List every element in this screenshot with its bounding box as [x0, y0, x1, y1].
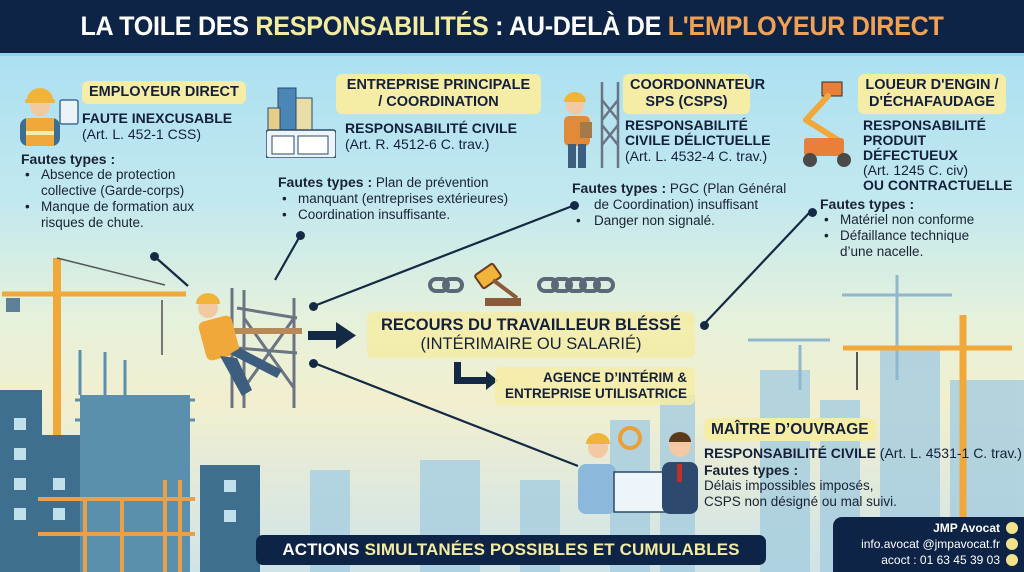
actor-label-line: ENTREPRISE PRINCIPALE — [346, 77, 531, 93]
responsibility-type: RESPONSABILITÉ PRODUIT DÉFECTUEUX — [858, 118, 1024, 163]
faults-intro: PGC (Plan Général — [666, 181, 787, 196]
contact-card: JMP Avocat info.avocat @jmpavocat.fr aco… — [833, 517, 1024, 572]
actor-label: EMPLOYEUR DIRECT — [82, 81, 246, 104]
connector-dot — [700, 321, 709, 330]
legal-article: (Art. L. 4531-1 C. trav.) — [875, 445, 1022, 461]
csps-block: COORDONNATEUR SPS (CSPS) RESPONSABILITÉ … — [623, 74, 825, 164]
connector-dot — [570, 201, 579, 210]
responsibility-type: FAUTE INEXCUSABLE — [82, 110, 233, 126]
actor-label-line: COORDONNATEUR — [630, 77, 766, 93]
recourse-title: RECOURS DU TRAVAILLEUR BLÉSSÉ — [380, 316, 682, 334]
fault-item: Défaillance technique d’une nacelle. — [820, 228, 990, 260]
falling-worker-icon — [196, 288, 302, 408]
title-part: LA TOILE DES — [80, 11, 256, 41]
client-architect-icon — [578, 426, 698, 514]
fault-item: Coordination insuffisante. — [278, 207, 558, 223]
mail-icon — [1006, 538, 1018, 550]
faults-intro: Plan de prévention — [372, 175, 489, 190]
contact-email[interactable]: info.avocat @jmpavocat.fr — [861, 537, 1000, 551]
connector-dot — [296, 231, 305, 240]
chain-gavel-icon — [428, 262, 615, 306]
connector-dot — [309, 359, 318, 368]
title-part: : AU-DELÀ DE — [488, 11, 668, 41]
actor-label: MAÎTRE D’OUVRAGE — [704, 418, 876, 441]
faults-continuation: de Coordination) insuffisant — [594, 197, 759, 212]
faults-title: Fautes types : — [704, 462, 799, 478]
fault-item: CSPS non désigné ou mal suivi. — [704, 494, 897, 509]
employeur-faults: Fautes types : Absence de protection col… — [21, 151, 241, 231]
interim-line: AGENCE D’INTÉRIM & — [542, 370, 687, 385]
interim-agency-box: AGENCE D’INTÉRIM & ENTREPRISE UTILISATRI… — [495, 367, 695, 405]
responsibility-line: RESPONSABILITÉ — [625, 117, 748, 133]
actor-label: LOUEUR D'ENGIN / D'ÉCHAFAUDAGE — [858, 74, 1006, 114]
faults-title: Fautes types : — [278, 174, 373, 190]
actor-label-line: SPS (CSPS) — [645, 94, 728, 110]
coordinator-scaffold-icon — [564, 82, 620, 168]
recourse-subtitle: (INTÉRIMAIRE OU SALARIÉ) — [420, 335, 642, 353]
worker-clipboard-icon — [20, 88, 79, 146]
actor-label-line: D'ÉCHAFAUDAGE — [869, 94, 995, 110]
maitre-ouvrage-block: MAÎTRE D’OUVRAGE RESPONSABILITÉ CIVILE (… — [704, 418, 1024, 510]
aerial-lift-icon — [803, 81, 851, 167]
faults-title: Fautes types : — [820, 196, 915, 212]
csps-faults: Fautes types : PGC (Plan Général de Coor… — [572, 180, 802, 229]
phone-icon — [1006, 554, 1018, 566]
employeur-direct-block: EMPLOYEUR DIRECT FAUTE INEXCUSABLE (Art.… — [82, 81, 246, 142]
actor-label: ENTREPRISE PRINCIPALE / COORDINATION — [336, 74, 541, 114]
phone-device-icon — [1006, 522, 1018, 534]
actor-label-line: LOUEUR D'ENGIN / — [865, 77, 999, 93]
firm-name: JMP Avocat — [933, 521, 1000, 535]
connector-dot — [309, 302, 318, 311]
contact-phone[interactable]: acoct : 01 63 45 39 03 — [881, 553, 1000, 567]
banner-text: ACTIONS — [282, 540, 360, 559]
faults-title: Fautes types : — [572, 180, 667, 196]
responsibility-line: RESPONSABILITÉ — [863, 117, 986, 133]
entreprise-principale-block: ENTREPRISE PRINCIPALE / COORDINATION RES… — [336, 74, 546, 152]
fault-item: Délais impossibles imposés, — [704, 478, 874, 493]
fault-item: Danger non signalé. — [572, 213, 802, 229]
loueur-faults: Fautes types : Matériel non conforme Déf… — [820, 196, 1020, 260]
legal-article: (Art. 1245 C. civ) — [863, 162, 969, 178]
fault-item: Absence de protection collective (Garde-… — [21, 167, 221, 199]
loueur-block: LOUEUR D'ENGIN / D'ÉCHAFAUDAGE RESPONSAB… — [858, 74, 1024, 193]
legal-article: (Art. R. 4512-6 C. trav.) — [345, 136, 490, 152]
entreprise-faults: Fautes types : Plan de prévention manqua… — [278, 174, 558, 223]
interim-line: ENTREPRISE UTILISATRICE — [504, 386, 687, 401]
responsibility-line: CIVILE DÉLICTUELLE — [625, 132, 771, 148]
worker-recourse-box: RECOURS DU TRAVAILLEUR BLÉSSÉ (INTÉRIMAI… — [367, 312, 695, 358]
responsibility-type: RESPONSABILITÉ CIVILE DÉLICTUELLE — [625, 118, 825, 148]
fault-item: manquant (entreprises extérieures) — [278, 191, 558, 207]
responsibility-type: RESPONSABILITÉ CIVILE — [704, 445, 876, 461]
connector-dot — [808, 208, 817, 217]
buildings-blueprint-icon — [266, 87, 336, 158]
actor-label: COORDONNATEUR SPS (CSPS) — [623, 74, 766, 114]
legal-article: (Art. L. 452-1 CSS) — [82, 126, 202, 142]
actor-label-line: / COORDINATION — [378, 94, 499, 110]
title-highlight: RESPONSABILITÉS — [255, 11, 489, 41]
title-bar: LA TOILE DES RESPONSABILITÉS : AU-DELÀ D… — [0, 0, 1024, 56]
faults-title: Fautes types : — [21, 151, 116, 167]
connector-dot — [150, 252, 159, 261]
responsibility-line: PRODUIT DÉFECTUEUX — [863, 132, 958, 163]
fault-item: Matériel non conforme — [820, 212, 1020, 228]
legal-article: (Art. L. 4532-4 C. trav.) — [625, 148, 768, 164]
responsibility-type: RESPONSABILITÉ CIVILE — [345, 120, 517, 136]
responsibility-line: OU CONTRACTUELLE — [863, 177, 1013, 193]
banner-highlight: SIMULTANÉES POSSIBLES ET CUMULABLES — [364, 540, 740, 559]
page-title: LA TOILE DES RESPONSABILITÉS : AU-DELÀ D… — [80, 11, 943, 42]
fault-item: Manque de formation aux risques de chute… — [21, 199, 236, 231]
title-highlight-orange: L'EMPLOYEUR DIRECT — [667, 11, 944, 41]
